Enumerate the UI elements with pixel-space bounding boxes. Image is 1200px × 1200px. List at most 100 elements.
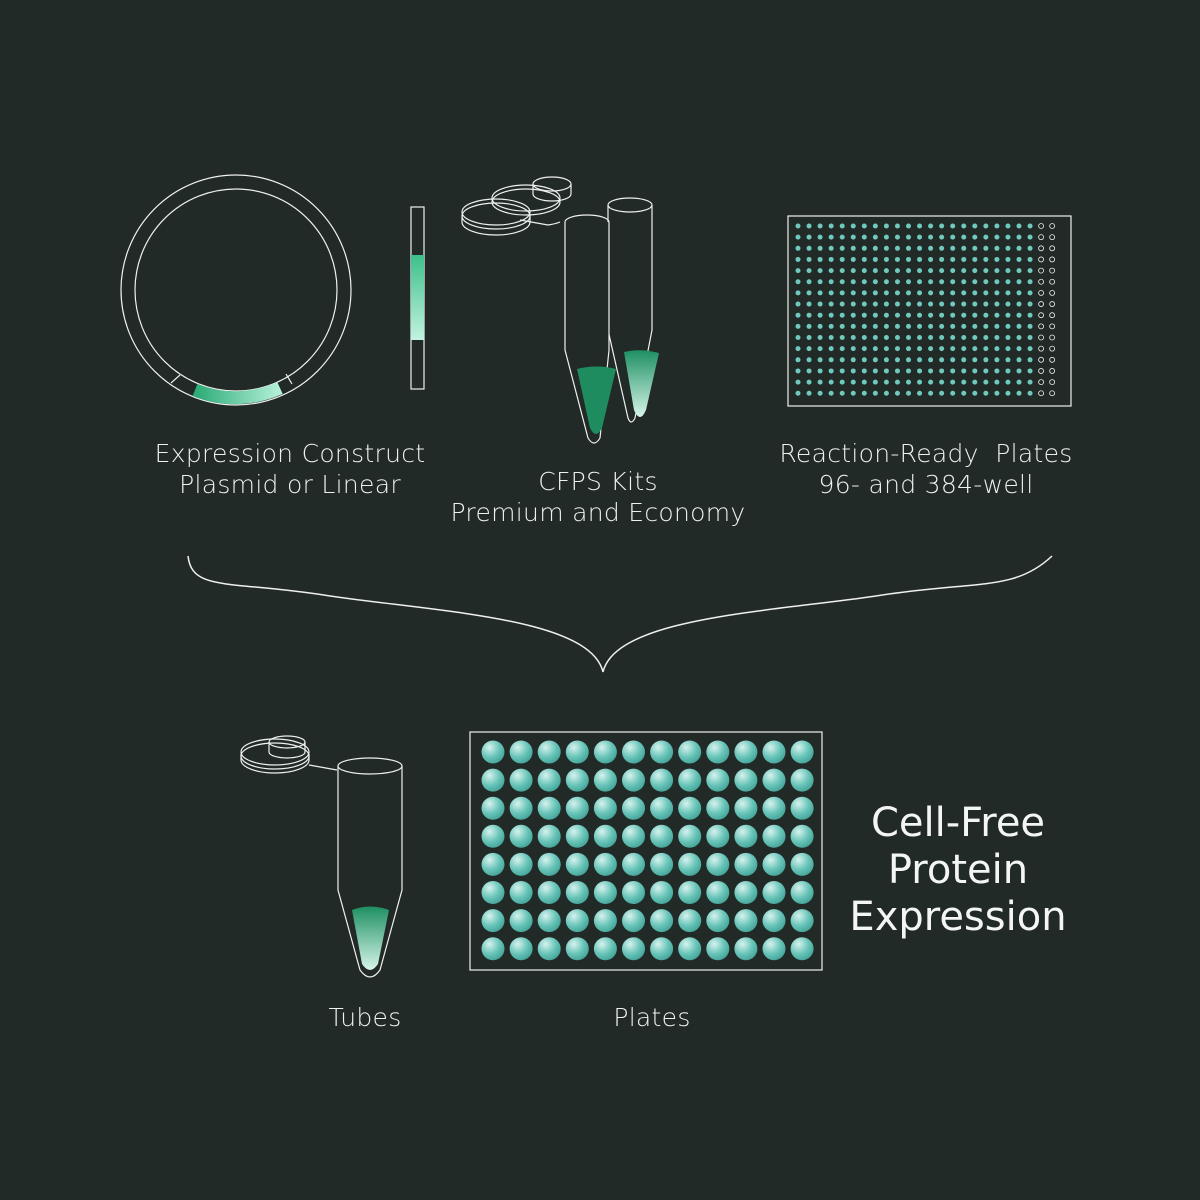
well-384	[806, 357, 812, 363]
well-384	[950, 245, 956, 251]
well-384	[928, 301, 934, 307]
well-384	[850, 312, 856, 318]
well-384	[861, 323, 867, 329]
well-384	[1016, 346, 1022, 352]
well-384	[928, 256, 934, 262]
well-384	[972, 335, 978, 340]
well-96	[481, 937, 505, 961]
well-384	[983, 312, 989, 318]
well-384	[994, 323, 1000, 329]
well-96	[790, 796, 814, 820]
well-384	[839, 312, 845, 318]
well-384	[872, 335, 878, 340]
well-384	[983, 368, 989, 374]
well-96	[706, 796, 730, 820]
well-384	[950, 390, 956, 396]
well-384	[1038, 356, 1044, 363]
well-96	[565, 852, 589, 876]
well-384	[939, 379, 945, 385]
plates-label-line2: 96- and 384-well	[818, 470, 1034, 499]
well-96	[481, 824, 505, 848]
well-96	[565, 796, 589, 820]
well-384	[872, 268, 878, 274]
tubes-output-label: Tubes	[305, 1002, 425, 1033]
well-96	[762, 740, 786, 764]
well-384	[817, 323, 823, 329]
well-96	[593, 768, 617, 792]
well-384	[806, 390, 812, 396]
well-384	[1027, 379, 1033, 385]
well-384	[795, 234, 801, 240]
well-96	[734, 881, 758, 904]
well-384	[883, 357, 889, 363]
well-384	[1005, 223, 1011, 229]
well-384	[928, 335, 934, 340]
well-384	[795, 268, 801, 274]
well-384	[1016, 256, 1022, 262]
well-384	[994, 379, 1000, 385]
well-384	[883, 368, 889, 374]
well-384	[906, 234, 911, 240]
well-384	[1016, 290, 1022, 296]
well-384	[1027, 357, 1033, 363]
well-384	[883, 223, 889, 229]
well-384	[961, 368, 967, 374]
well-384	[961, 346, 967, 352]
well-384	[828, 390, 834, 396]
well-384	[1049, 356, 1056, 363]
well-96	[762, 909, 786, 933]
well-96	[537, 909, 561, 933]
well-384	[939, 268, 945, 274]
well-384	[795, 346, 801, 352]
well-384	[883, 301, 889, 307]
well-384	[806, 368, 812, 374]
output-tube-icon	[240, 735, 403, 978]
well-384	[1049, 390, 1056, 397]
well-384	[894, 256, 900, 262]
well-384	[928, 279, 934, 285]
well-384	[906, 346, 911, 352]
well-96	[734, 852, 758, 876]
well-96	[565, 881, 589, 904]
well-384	[961, 357, 967, 363]
well-384	[883, 256, 889, 262]
well-384	[828, 234, 834, 240]
well-384	[1038, 234, 1044, 241]
well-384	[894, 323, 900, 329]
well-384	[828, 335, 834, 340]
result-title: Cell-Free Protein Expression	[828, 800, 1088, 941]
well-384	[883, 234, 889, 240]
well-384	[961, 323, 967, 329]
well-384	[906, 357, 911, 363]
well-384	[795, 357, 801, 363]
well-384	[906, 279, 911, 285]
well-384	[861, 234, 867, 240]
well-96	[762, 881, 786, 904]
well-384	[928, 245, 934, 251]
well-96	[481, 796, 505, 820]
well-384	[850, 268, 856, 274]
well-384	[917, 256, 923, 262]
plasmid-insert-band	[192, 382, 283, 405]
well-384	[1016, 223, 1022, 229]
well-384	[994, 279, 1000, 285]
well-384	[795, 256, 801, 262]
well-96	[790, 937, 814, 961]
well-384	[1038, 223, 1044, 229]
well-96	[678, 824, 702, 848]
well-96	[678, 740, 702, 764]
well-384	[1027, 223, 1033, 229]
well-384	[883, 268, 889, 274]
well-384	[972, 279, 978, 285]
well-384	[806, 245, 812, 251]
well-384	[795, 390, 801, 396]
well-96	[734, 796, 758, 820]
well-384	[828, 368, 834, 374]
well-96	[734, 740, 758, 764]
well-384	[850, 379, 856, 385]
construct-label-line1: Expression Construct	[154, 439, 426, 468]
well-384	[917, 346, 923, 352]
well-384	[917, 323, 923, 329]
well-384	[939, 346, 945, 352]
well-384	[906, 245, 911, 251]
